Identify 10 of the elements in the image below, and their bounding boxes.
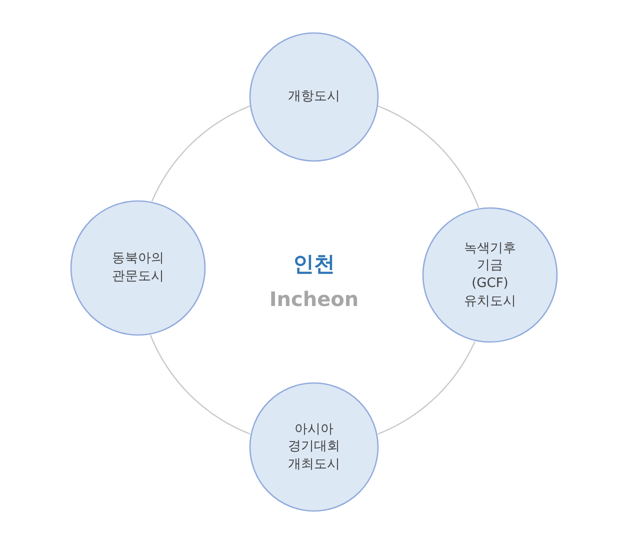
connector-arc [151, 105, 250, 202]
node-text: 녹색기후 기금 (GCF) 유치도시 [463, 240, 517, 310]
connector-arc [378, 105, 480, 208]
center-title: 인천 [293, 251, 335, 278]
node-text: 아시아 경기대회 개최도시 [287, 420, 341, 474]
connector-arc [150, 334, 250, 435]
connector-arc [378, 341, 476, 435]
node-text: 개항도시 [287, 88, 341, 106]
center-subtitle: Incheon [269, 287, 359, 311]
node-text: 동북아의 관문도시 [111, 250, 165, 286]
